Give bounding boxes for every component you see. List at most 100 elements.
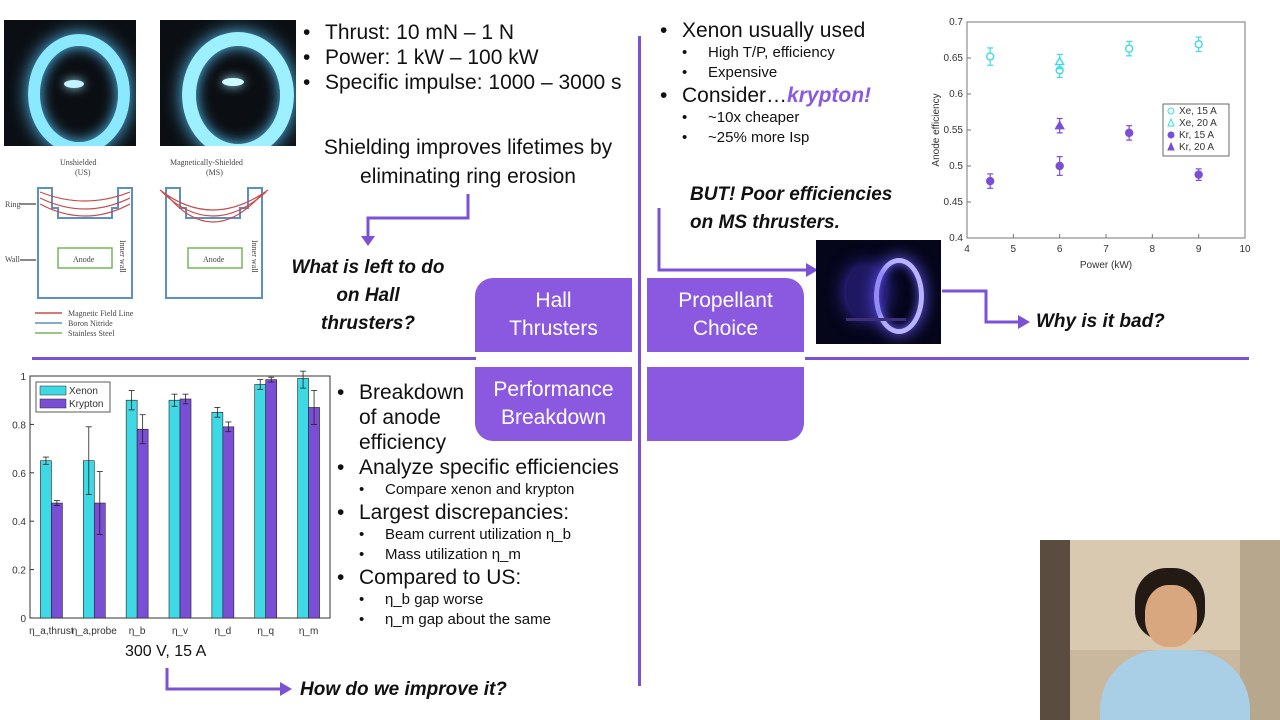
y-tick-label: 0.65: [944, 53, 964, 64]
arrow-but: [657, 208, 818, 277]
bar: [222, 426, 235, 619]
label-anode-us: Anode: [73, 255, 95, 264]
x-tick-label: η_m: [299, 626, 318, 637]
propellant-sub-item: •High T/P, efficiency: [682, 44, 835, 61]
y-tick-label: 0.5: [949, 161, 963, 172]
presenter-webcam: [1040, 540, 1280, 720]
data-point: [1194, 170, 1203, 179]
data-point: [1194, 40, 1203, 49]
bar: [308, 407, 320, 619]
data-point: [1124, 44, 1134, 53]
arrow-improve: [165, 668, 292, 696]
x-tick-label: η_v: [172, 626, 188, 637]
arrow-shielding: [361, 194, 470, 246]
legend-label: Xenon: [69, 386, 98, 397]
x-tick-label: 8: [1150, 244, 1156, 255]
legend-marker: [1167, 117, 1175, 127]
bar: [179, 398, 192, 619]
legend-marker: [1167, 107, 1175, 115]
bar: [136, 428, 149, 619]
propellant-sub-item: •Expensive: [682, 64, 778, 81]
spec-item: •Thrust: 10 mN – 1 N: [303, 21, 515, 44]
improve-text: How do we improve it?: [300, 679, 507, 700]
propellant-sub-item: •~25% more Isp: [682, 129, 810, 146]
breakdown-sub-item: •Compare xenon and krypton: [359, 481, 575, 498]
quadrant-propellant-choice: Propellant Choice: [647, 278, 804, 352]
legend-marker: [1167, 141, 1175, 151]
y-tick-label: 0.55: [944, 125, 964, 136]
breakdown-list: •Breakdown of anode efficiency•Analyze s…: [337, 380, 637, 630]
y-tick-label: 0.8: [12, 420, 26, 431]
y-tick-label: 0.6: [12, 469, 26, 480]
arrow-why: [942, 289, 1030, 329]
legend-swatch: [39, 398, 67, 409]
legend-label: Xe, 15 A: [1179, 106, 1217, 117]
legend-label: Krypton: [69, 399, 103, 410]
label-anode-ms: Anode: [203, 255, 225, 264]
legend-swatch: [39, 385, 67, 396]
vertical-divider: [638, 36, 641, 686]
breakdown-sub-item: •Beam current utilization η_b: [359, 526, 571, 543]
label-unshielded-abbr: (US): [75, 168, 91, 177]
bar: [51, 502, 63, 619]
y-axis-label: Anode efficiency: [931, 93, 942, 166]
bar: [125, 399, 138, 619]
quadrant-hall-thrusters: Hall Thrusters: [475, 278, 632, 352]
label-ring: Ring: [5, 200, 21, 209]
x-tick-label: η_a,thrust: [29, 626, 74, 637]
legend-boron-nitride: Boron Nitride: [68, 319, 113, 328]
data-point: [985, 52, 995, 61]
bar: [40, 460, 52, 619]
x-tick-label: η_q: [257, 626, 274, 637]
y-tick-label: 0.45: [944, 197, 964, 208]
x-tick-label: η_a,probe: [72, 626, 117, 637]
x-tick-label: 7: [1103, 244, 1109, 255]
breakdown-sub-item: •η_m gap about the same: [359, 611, 551, 628]
legend-label: Kr, 15 A: [1179, 130, 1214, 141]
label-inner-wall-us: Inner wall: [118, 240, 127, 273]
data-point: [1124, 128, 1134, 138]
label-unshielded: Unshielded: [60, 158, 97, 167]
quadrant-performance-breakdown: Performance Breakdown: [475, 367, 632, 441]
breakdown-sub-item: •Mass utilization η_m: [359, 546, 521, 563]
bar: [254, 384, 267, 619]
x-tick-label: 10: [1239, 244, 1251, 255]
propellant-item: •Xenon usually used: [660, 19, 866, 42]
propellant-sub-item: •~10x cheaper: [682, 109, 800, 126]
breakdown-sub-item: •η_b gap worse: [359, 591, 484, 608]
legend-magnetic-field-line: Magnetic Field Line: [68, 309, 134, 318]
quadrant-empty: [647, 367, 804, 441]
y-tick-label: 1: [20, 372, 26, 383]
horizontal-divider-left: [32, 357, 476, 360]
label-shielded-abbr: (MS): [206, 168, 223, 177]
y-tick-label: 0.6: [949, 89, 963, 100]
propellant-list: •Xenon usually used •High T/P, efficienc…: [660, 18, 920, 148]
data-point: [1054, 56, 1065, 66]
x-tick-label: 9: [1196, 244, 1202, 255]
x-tick-label: η_b: [129, 626, 146, 637]
propellant-item: •Consider…krypton!: [660, 84, 872, 107]
breakdown-item: •Analyze specific efficiencies: [337, 456, 619, 479]
y-tick-label: 0.4: [949, 233, 963, 244]
label-shielded: Magnetically-Shielded: [170, 158, 243, 167]
breakdown-item: •Largest discrepancies:: [337, 501, 570, 524]
thruster-photo-unshielded: [4, 20, 136, 146]
y-tick-label: 0.7: [949, 17, 963, 28]
y-tick-label: 0.2: [12, 566, 26, 577]
x-tick-label: 6: [1057, 244, 1063, 255]
bar-caption: 300 V, 15 A: [125, 643, 207, 660]
spec-item: •Specific impulse: 1000 – 3000 s: [303, 71, 622, 94]
bar: [168, 399, 181, 619]
x-tick-label: 5: [1011, 244, 1017, 255]
legend-marker: [1167, 131, 1175, 139]
krypton-plume-photo: [816, 240, 941, 344]
spec-item: •Power: 1 kW – 100 kW: [303, 46, 539, 69]
breakdown-item: •Breakdown of anode efficiency: [337, 381, 465, 454]
breakdown-item: •Compared to US:: [337, 566, 522, 589]
label-inner-wall-ms: Inner wall: [250, 240, 259, 273]
shielding-text: Shielding improves lifetimes by eliminat…: [323, 136, 613, 188]
data-point: [1055, 161, 1064, 171]
bar: [211, 411, 224, 619]
x-axis-label: Power (kW): [1080, 260, 1132, 271]
